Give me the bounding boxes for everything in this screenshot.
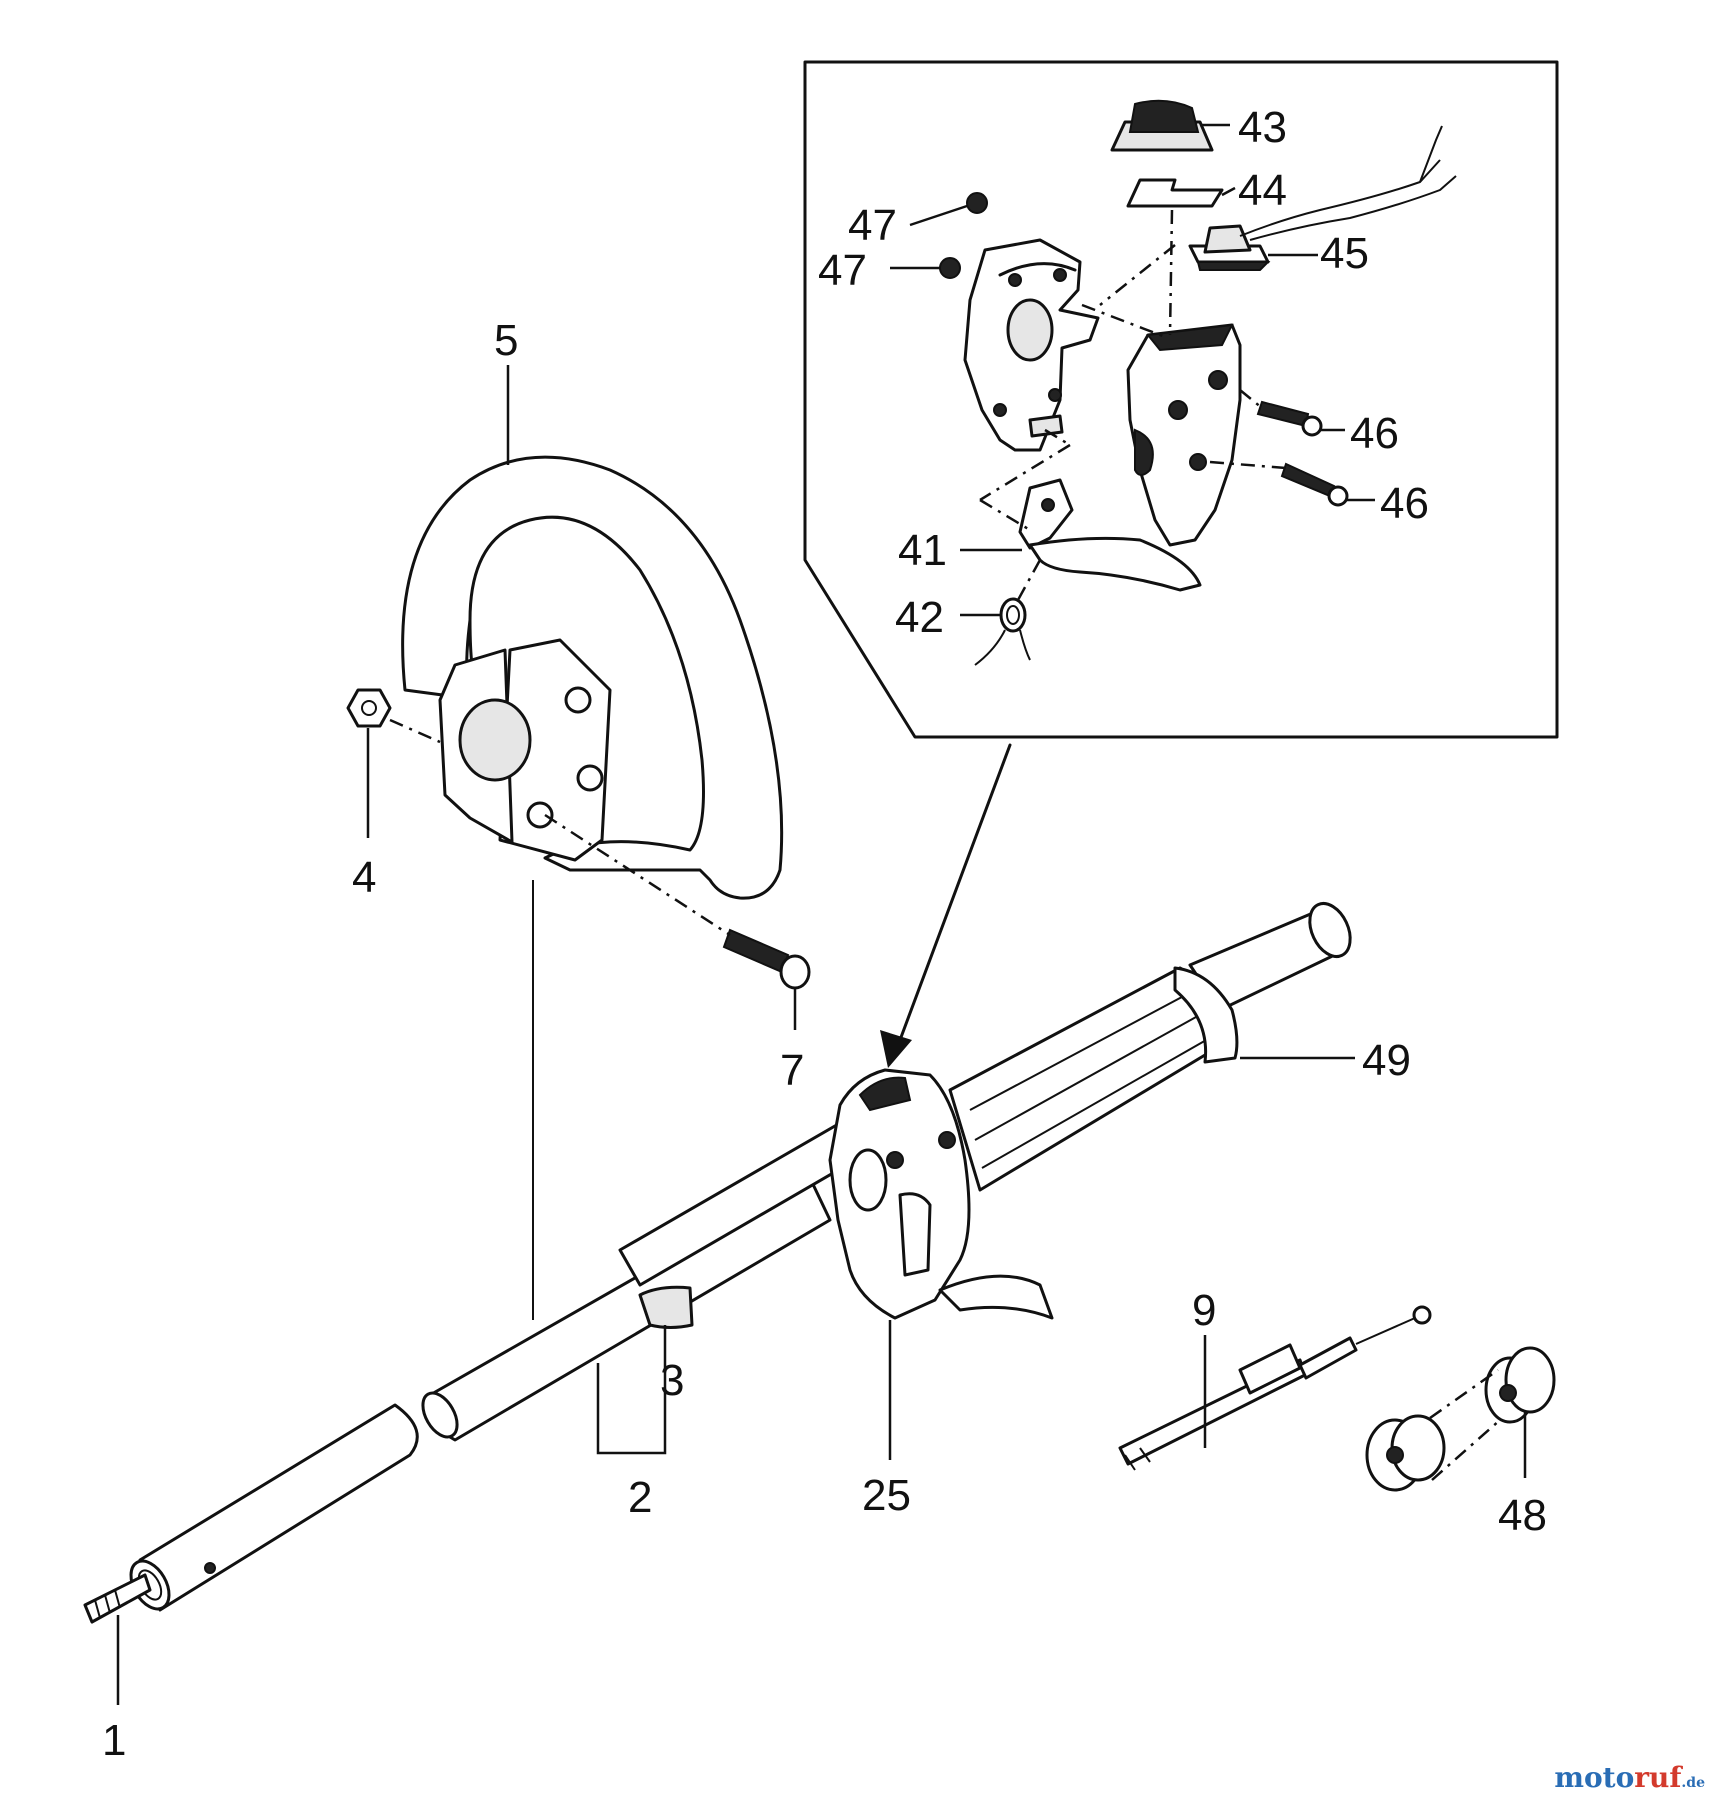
- leader-lines: [116, 123, 1527, 1705]
- part-41-throttle-trigger: [1018, 478, 1202, 592]
- part-7-bolt: [544, 813, 811, 990]
- callout-47b: 47: [818, 246, 867, 295]
- callout-3: 3: [660, 1356, 684, 1405]
- inset-housing-left: [963, 238, 1100, 452]
- callout-25: 25: [862, 1471, 911, 1520]
- part-46-screws: [1256, 400, 1349, 507]
- watermark-part-b: ruf: [1634, 1761, 1682, 1794]
- callout-7: 7: [780, 1046, 804, 1095]
- callout-46a: 46: [1350, 409, 1399, 458]
- callout-41: 41: [898, 526, 947, 575]
- callout-43: 43: [1238, 103, 1287, 152]
- part-4-nut: [346, 688, 441, 744]
- inset-detail-box: [803, 60, 1559, 739]
- part-42-spring-clip: [974, 597, 1031, 666]
- callout-1: 1: [102, 1716, 126, 1765]
- inset-housing-right: [1126, 323, 1242, 547]
- part-5-loop-handle: [401, 455, 784, 900]
- callout-44: 44: [1238, 166, 1287, 215]
- callout-2: 2: [628, 1473, 652, 1522]
- callout-5: 5: [494, 316, 518, 365]
- watermark-logo: motoruf.de: [1554, 1761, 1705, 1794]
- part-47-nuts: [939, 192, 988, 279]
- detail-arrow: [880, 743, 1012, 1068]
- part-45-switch: [1188, 125, 1457, 271]
- main-shaft: [83, 902, 1352, 1624]
- part-43-switch-cover: [1110, 99, 1214, 152]
- part-9-throttle-cable: [1118, 1305, 1432, 1471]
- watermark-part-c: .de: [1681, 1775, 1705, 1791]
- watermark-part-a: moto: [1554, 1761, 1635, 1794]
- callout-47a: 47: [848, 201, 897, 250]
- callout-labels: 1 2 3 4 5 7 9 25 41 42 43 44 45 46 46 47…: [102, 103, 1547, 1765]
- callout-42: 42: [895, 593, 944, 642]
- part-48-dampers: [1365, 1346, 1556, 1492]
- callout-4: 4: [352, 853, 376, 902]
- part-44-plate: [1126, 178, 1224, 208]
- inset-assembly-lines: [979, 209, 1287, 601]
- part-25-throttle-housing: [828, 1068, 1054, 1320]
- callout-48: 48: [1498, 1491, 1547, 1540]
- part-49-grip: [948, 966, 1239, 1192]
- callout-46b: 46: [1380, 479, 1429, 528]
- callout-49: 49: [1362, 1036, 1411, 1085]
- callout-45: 45: [1320, 229, 1369, 278]
- callout-9: 9: [1192, 1286, 1216, 1335]
